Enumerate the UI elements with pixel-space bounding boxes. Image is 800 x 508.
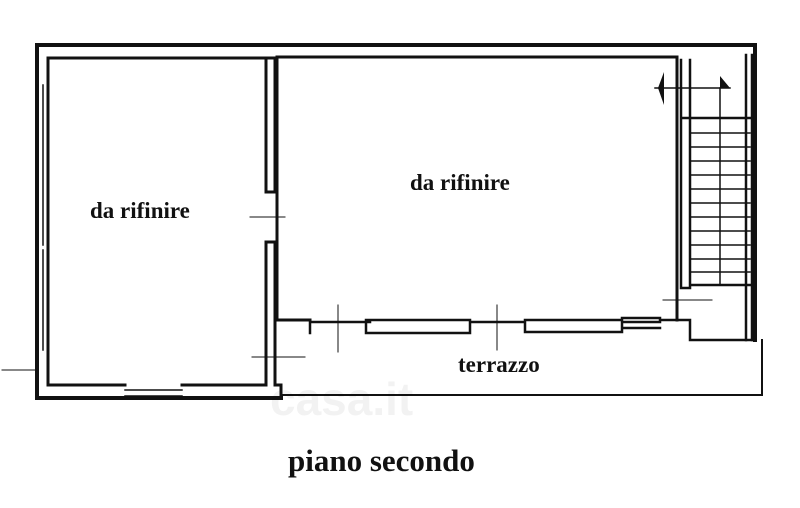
stair-steps (689, 87, 751, 286)
plan-title: piano secondo (288, 443, 475, 478)
stair-well (679, 53, 754, 342)
door-marks (1, 216, 713, 371)
room-label-left: da rifinire (90, 198, 190, 223)
outer-wall (35, 43, 757, 342)
room-label-right: da rifinire (410, 170, 510, 195)
watermark: casa.it (270, 373, 414, 425)
left-window (36, 84, 183, 397)
mid-wall (264, 56, 283, 400)
right-room-inner (275, 55, 679, 322)
south-windows (308, 316, 757, 342)
terrace-outline (280, 339, 763, 396)
room-label-terrace: terrazzo (458, 352, 540, 377)
right-room-inner-left (275, 55, 312, 322)
